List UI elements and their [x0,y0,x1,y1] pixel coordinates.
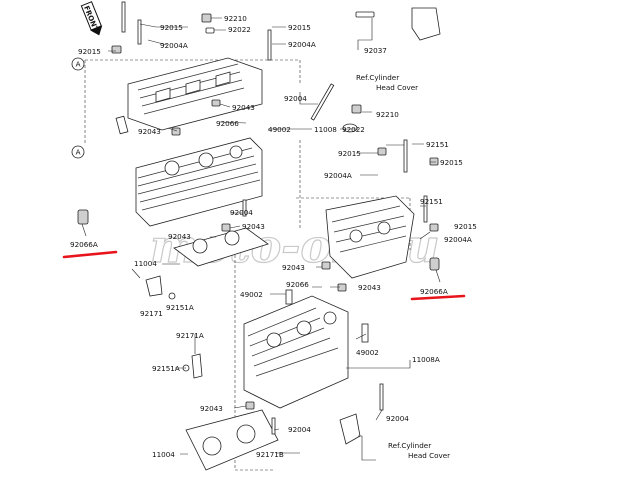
callout-11004: 11004 [152,450,175,459]
front-cylinder-head-upper [325,195,415,279]
callout-92015: 92015 [454,222,477,231]
callout-92210: 92210 [224,14,247,23]
callout-92151a: 92151A [152,364,180,373]
callout-92004: 92004 [288,425,311,434]
leader-lines [81,17,441,461]
callout-92171b: 92171B [256,450,284,459]
ref-cylinder-head-cover-line1: Ref.Cylinder [388,441,431,450]
ref-cylinder-head-cover-line2: Head Cover [408,451,450,460]
callout-92043: 92043 [168,232,191,241]
callout-92022: 92022 [342,125,365,134]
callout-92015: 92015 [78,47,101,56]
ref-label-bottom: Ref.Cylinder Head Cover [388,441,450,460]
svg-text:A: A [76,148,81,157]
callout-92043: 92043 [242,222,265,231]
highlight-marks [62,250,466,301]
callout-92004a: 92004A [160,41,188,50]
callout-92015: 92015 [338,149,361,158]
callout-92015: 92015 [440,158,463,167]
rear-cylinder-head-upper [115,57,263,135]
callout-49002: 49002 [356,348,379,357]
callout-92171: 92171 [140,309,163,318]
callout-49002: 49002 [268,125,291,134]
marker-a-top: A [71,57,85,71]
callout-92043: 92043 [358,283,381,292]
callout-92004: 92004 [230,208,253,217]
ref-label-top: Ref.Cylinder Head Cover [356,73,418,92]
callout-92066: 92066 [286,280,309,289]
callout-92004: 92004 [386,414,409,423]
callout-11008a: 11008A [412,355,440,364]
front-cylinder-head-lower [243,295,349,409]
callout-92004a: 92004A [444,235,472,244]
highlight-underline-left [62,250,118,259]
callout-49002: 49002 [240,290,263,299]
callout-92151: 92151 [426,140,449,149]
highlight-underline-right [410,294,466,301]
front-arrow-icon: FRONT [80,1,103,36]
ref-cylinder-head-cover-line1: Ref.Cylinder [356,73,399,82]
callout-92004: 92004 [284,94,307,103]
part-callouts: 92015 92210 92015 92022 92004A 92004A 92… [70,14,477,459]
rear-head-gasket [173,227,269,267]
hardware-parts [77,1,441,445]
rear-cylinder-head-lower [135,137,263,227]
marker-a-mid: A [71,145,85,159]
callout-92015: 92015 [160,23,183,32]
svg-text:A: A [76,60,81,69]
callout-92066: 92066 [216,119,239,128]
callout-92066a-left: 92066A [70,240,98,249]
callout-92043: 92043 [232,103,255,112]
callout-92066a-right: 92066A [420,287,448,296]
callout-92015: 92015 [288,23,311,32]
callout-11008: 11008 [314,125,337,134]
callout-92037: 92037 [364,46,387,55]
callout-92151a: 92151A [166,303,194,312]
callout-11004: 11004 [134,259,157,268]
callout-92043: 92043 [282,263,305,272]
callout-92004a: 92004A [324,171,352,180]
callout-92210: 92210 [376,110,399,119]
callout-92043: 92043 [138,127,161,136]
front-head-gasket [185,409,279,471]
callout-92151: 92151 [420,197,443,206]
callout-92004a: 92004A [288,40,316,49]
ref-cylinder-head-cover-line2: Head Cover [376,83,418,92]
callout-92171a: 92171A [176,331,204,340]
callout-92022: 92022 [228,25,251,34]
upper-group-border [84,59,301,230]
callout-92043: 92043 [200,404,223,413]
